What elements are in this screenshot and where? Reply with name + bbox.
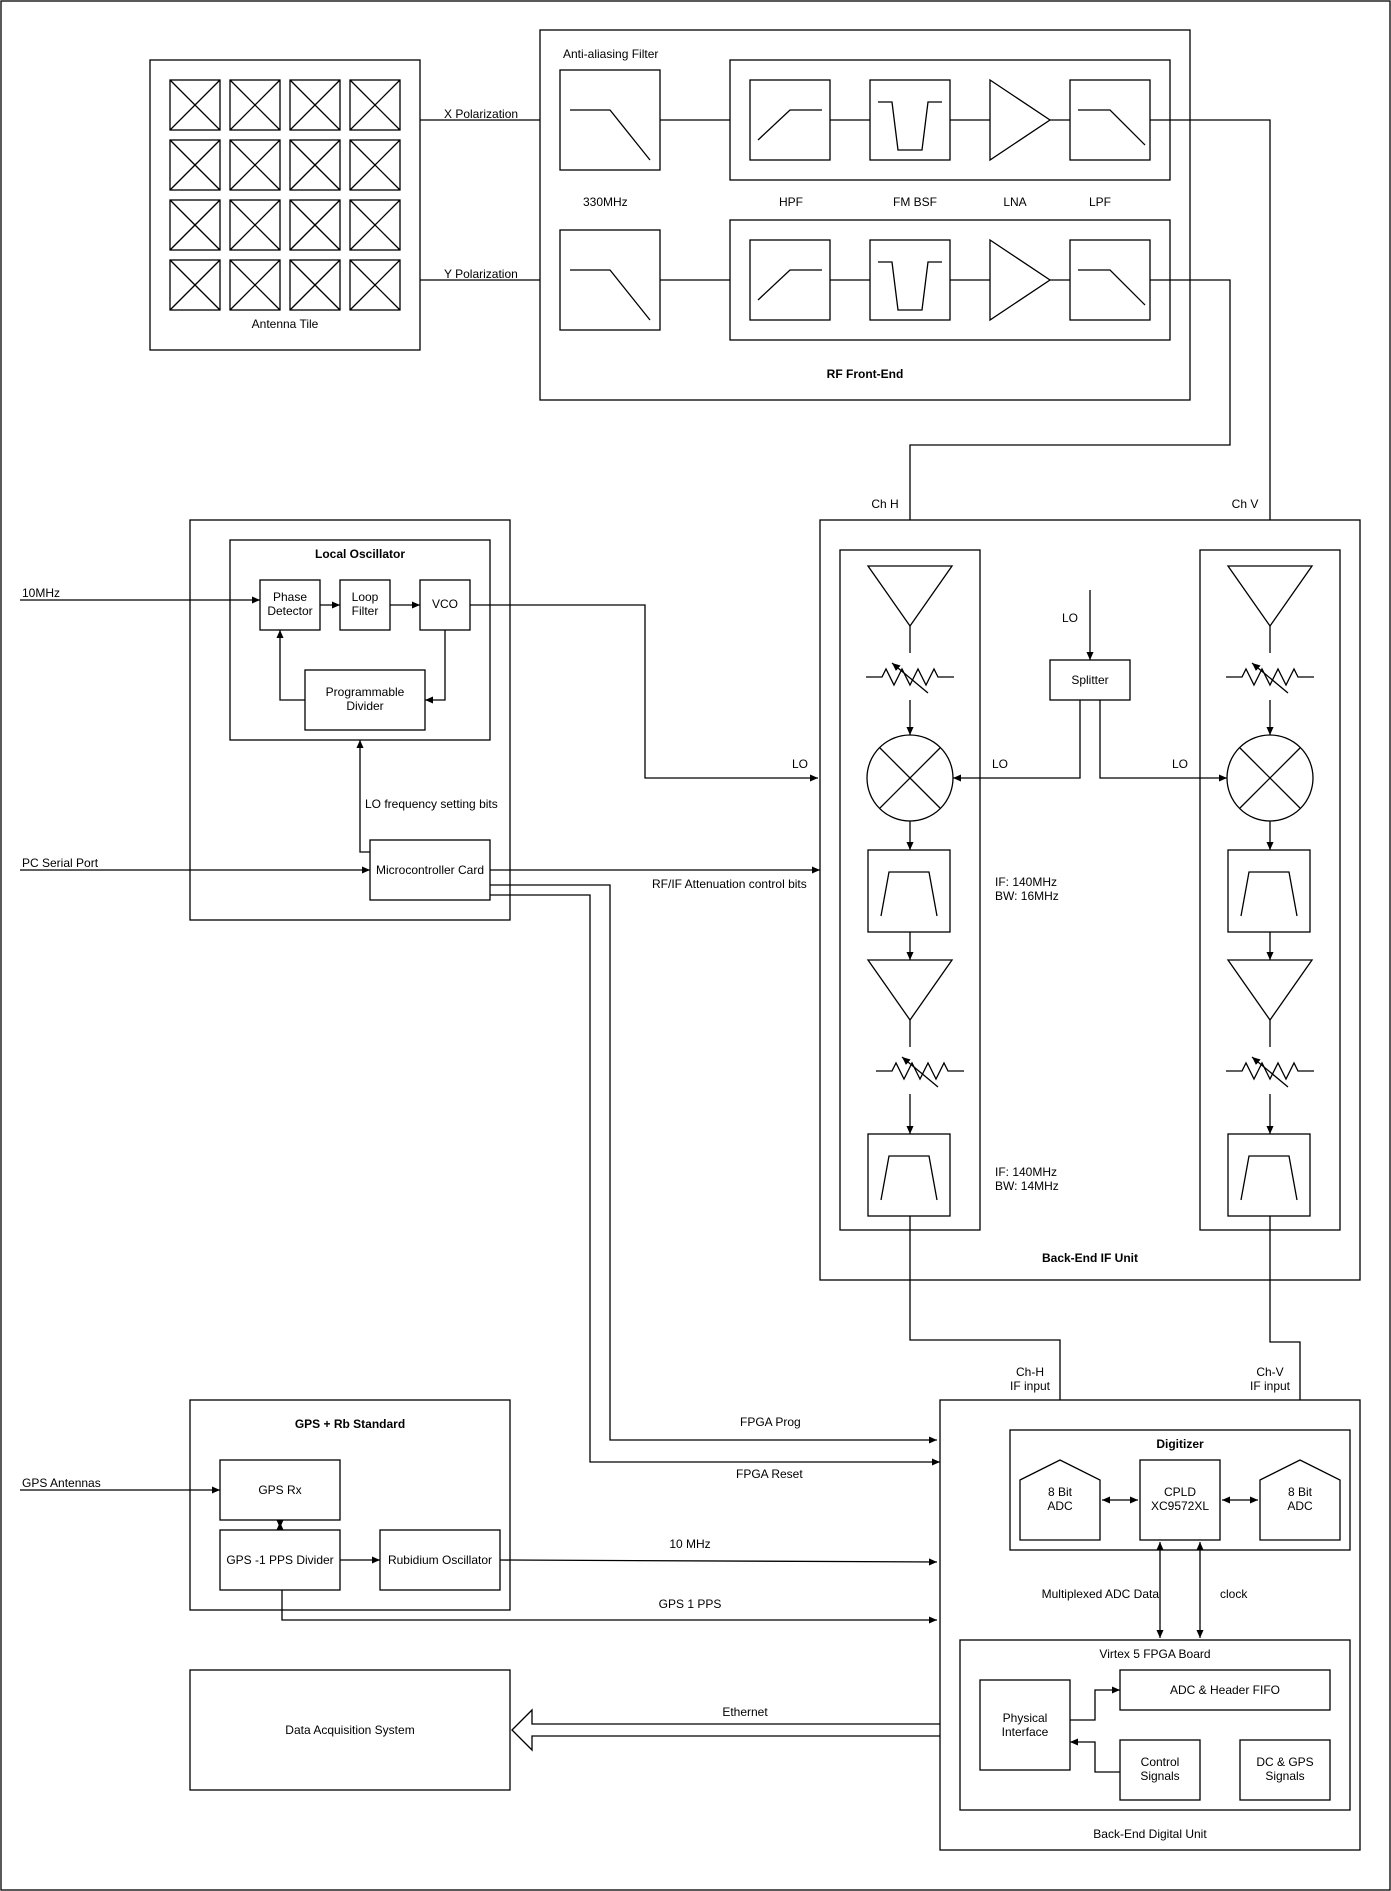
- programmable-divider-label-2: Divider: [346, 699, 383, 713]
- anti-aliasing-filter-x: [559, 69, 661, 171]
- control-signals: [1119, 1739, 1201, 1801]
- anti-aliasing-label: Anti-aliasing Filter: [563, 47, 658, 61]
- physical-interface-label-2: Interface: [1002, 1725, 1049, 1739]
- ref-10mhz-label: 10MHz: [22, 586, 60, 600]
- cpld: [1139, 1459, 1221, 1541]
- lna-x: [989, 78, 1052, 162]
- ch-h-input-label-1: Ch-H: [1016, 1365, 1044, 1379]
- lpf-label: LPF: [1089, 195, 1111, 209]
- lo-h-label: LO: [992, 757, 1008, 771]
- vco-label: VCO: [432, 597, 458, 611]
- phase-detector-label-2: Detector: [267, 604, 312, 618]
- hpf-label: HPF: [779, 195, 803, 209]
- lo-splitter-input-label: LO: [1062, 611, 1078, 625]
- hpf-y: [749, 239, 831, 321]
- mux-data-label: Multiplexed ADC Data: [1042, 1587, 1160, 1601]
- fpga-reset-label: FPGA Reset: [736, 1467, 803, 1481]
- fm-bsf-y: [869, 239, 951, 321]
- antenna-tile: Antenna Tile: [149, 59, 421, 351]
- adc-v-label-1: 8 Bit: [1288, 1485, 1313, 1499]
- ch-v-input-label-1: Ch-V: [1256, 1365, 1283, 1379]
- adc-h: [1019, 1459, 1101, 1541]
- dc-gps-signals-label-2: Signals: [1265, 1769, 1304, 1783]
- fm-bsf-label: FM BSF: [893, 195, 937, 209]
- dc-gps-signals-label-1: DC & GPS: [1256, 1755, 1313, 1769]
- ch-h-input-label-2: IF input: [1010, 1379, 1051, 1393]
- if-unit-title: Back-End IF Unit: [1042, 1251, 1138, 1265]
- x-polarization-label: X Polarization: [444, 107, 518, 121]
- gps-rb-standard: GPS + Rb Standard GPS Rx GPS -1 PPS Divi…: [189, 1399, 511, 1611]
- pc-serial-port-label: PC Serial Port: [22, 856, 99, 870]
- lna-y: [989, 238, 1052, 322]
- lpf-x: [1069, 79, 1151, 161]
- fpga-board-title: Virtex 5 FPGA Board: [1099, 1647, 1210, 1661]
- if1-label-2: BW: 16MHz: [995, 889, 1059, 903]
- lna-label: LNA: [1003, 195, 1026, 209]
- antenna-tile-label: Antenna Tile: [252, 317, 319, 331]
- programmable-divider: [304, 669, 426, 731]
- local-oscillator-title: Local Oscillator: [315, 547, 405, 561]
- cutoff-label: 330MHz: [583, 195, 628, 209]
- phase-detector-label-1: Phase: [273, 590, 307, 604]
- lo-input-label: LO: [792, 757, 808, 771]
- physical-interface-label-1: Physical: [1003, 1711, 1048, 1725]
- digital-unit-title: Back-End Digital Unit: [1093, 1827, 1207, 1841]
- gps-pps-divider-label: GPS -1 PPS Divider: [226, 1553, 333, 1567]
- y-polarization-label: Y Polarization: [444, 267, 518, 281]
- cpld-label-2: XC9572XL: [1151, 1499, 1209, 1513]
- data-acquisition-system: [189, 1669, 511, 1791]
- control-signals-label-1: Control: [1141, 1755, 1180, 1769]
- adc-v-label-2: ADC: [1287, 1499, 1313, 1513]
- physical-interface: [979, 1679, 1071, 1771]
- rubidium-oscillator: [379, 1529, 501, 1591]
- microcontroller-card-label: Microcontroller Card: [376, 863, 484, 877]
- fpga-prog-label: FPGA Prog: [740, 1415, 801, 1429]
- ethernet-label: Ethernet: [722, 1705, 768, 1719]
- gps-rb-title: GPS + Rb Standard: [295, 1417, 405, 1431]
- splitter: [1049, 659, 1131, 701]
- rubidium-oscillator-label: Rubidium Oscillator: [388, 1553, 492, 1567]
- ch-h-label: Ch H: [871, 497, 898, 511]
- dc-gps-signals: [1239, 1739, 1331, 1801]
- adc-h-label-2: ADC: [1047, 1499, 1073, 1513]
- gps-rx: [219, 1459, 341, 1521]
- ch-v-label: Ch V: [1232, 497, 1259, 511]
- lo-frequency-bits-label: LO frequency setting bits: [365, 797, 498, 811]
- if2-label-1: IF: 140MHz: [995, 1165, 1057, 1179]
- ten-mhz-label: 10 MHz: [669, 1537, 710, 1551]
- rf-front-end: Anti-aliasing Filter 330MHz HPF FM BSF L…: [539, 29, 1191, 401]
- back-end-digital-unit: Back-End Digital Unit Digitizer 8 Bit AD…: [939, 1399, 1361, 1851]
- lo-v-label: LO: [1172, 757, 1188, 771]
- if1-label-1: IF: 140MHz: [995, 875, 1057, 889]
- data-acquisition-system-label: Data Acquisition System: [285, 1723, 414, 1737]
- lpf-y: [1069, 239, 1151, 321]
- adc-h-label-1: 8 Bit: [1048, 1485, 1073, 1499]
- programmable-divider-label-1: Programmable: [326, 685, 405, 699]
- atten-bits-label: RF/IF Attenuation control bits: [652, 877, 807, 891]
- gps-rx-label: GPS Rx: [258, 1483, 301, 1497]
- fm-bsf-x: [869, 79, 951, 161]
- anti-aliasing-filter-y: [559, 229, 661, 331]
- local-oscillator: Local Oscillator Phase Detector Loop Fil…: [189, 519, 511, 921]
- loop-filter-label-1: Loop: [352, 590, 379, 604]
- adc-header-fifo-label: ADC & Header FIFO: [1170, 1683, 1280, 1697]
- control-signals-label-2: Signals: [1140, 1769, 1179, 1783]
- if2-label-2: BW: 14MHz: [995, 1179, 1059, 1193]
- gps-pps-label: GPS 1 PPS: [659, 1597, 722, 1611]
- cpld-label-1: CPLD: [1164, 1485, 1196, 1499]
- hpf-x: [749, 79, 831, 161]
- back-end-if-unit: Ch H Ch V Back-End IF Unit: [819, 497, 1361, 1281]
- adc-v: [1259, 1459, 1341, 1541]
- rf-front-end-title: RF Front-End: [827, 367, 904, 381]
- loop-filter-label-2: Filter: [352, 604, 379, 618]
- gps-antennas-label: GPS Antennas: [22, 1476, 101, 1490]
- clock-label: clock: [1220, 1587, 1248, 1601]
- loop-filter: [339, 579, 391, 631]
- digitizer-title: Digitizer: [1156, 1437, 1204, 1451]
- ch-v-input-label-2: IF input: [1250, 1379, 1291, 1393]
- splitter-label: Splitter: [1071, 673, 1108, 687]
